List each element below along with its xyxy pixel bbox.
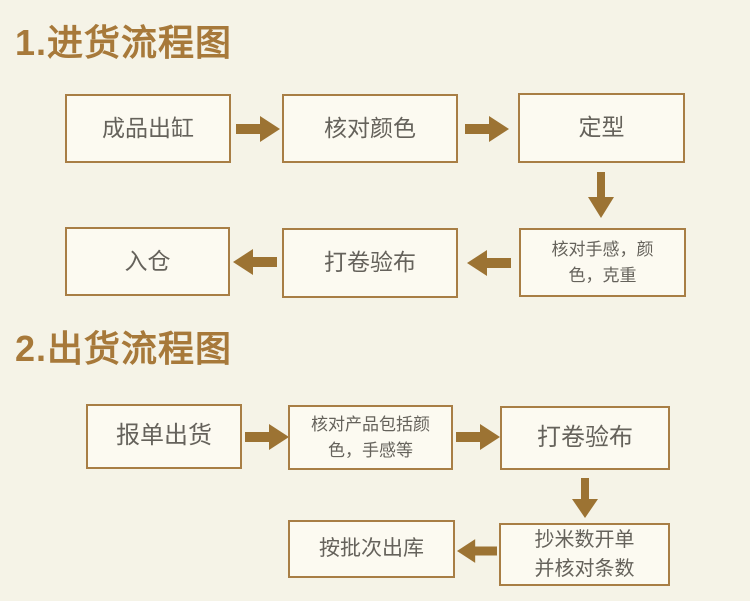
node-label: 定型 [578, 114, 625, 141]
node-heat-setting: 定型 [518, 93, 685, 163]
node-product-out-of-vat: 成品出缸 [65, 94, 231, 163]
node-shipping-order: 报单出货 [86, 404, 242, 469]
arrow-left-icon [233, 249, 277, 275]
node-label: 按批次出库 [319, 537, 424, 561]
arrow-right-icon [456, 424, 500, 450]
node-label: 入仓 [124, 247, 171, 274]
arrow-right-icon [245, 424, 289, 450]
node-label-line2: 色，克重 [568, 265, 637, 285]
node-label: 核对颜色 [324, 114, 416, 141]
node-label: 打卷验布 [537, 423, 633, 451]
node-label: 报单出货 [116, 422, 212, 450]
node-label-line2: 色，手感等 [328, 440, 413, 460]
arrow-right-icon [465, 116, 509, 142]
arrow-left-icon [457, 538, 497, 564]
node-roll-inspect-fabric: 打卷验布 [282, 228, 458, 298]
chart2-title: 2.出货流程图 [15, 328, 233, 369]
node-label-line2: 并核对条数 [534, 557, 635, 580]
node-outbound-by-batch: 按批次出库 [288, 520, 455, 578]
node-record-meters-check-count: 抄米数开单 并核对条数 [499, 523, 670, 586]
node-check-product-color-feel: 核对产品包括颜 色，手感等 [288, 405, 453, 470]
node-label-line1: 抄米数开单 [534, 528, 635, 551]
node-check-color: 核对颜色 [282, 94, 458, 163]
node-into-warehouse: 入仓 [65, 227, 230, 296]
arrow-right-icon [236, 116, 280, 142]
node-label: 打卷验布 [324, 249, 416, 276]
node-label-line1: 核对手感，颜 [551, 239, 654, 259]
node-label-line1: 核对产品包括颜 [311, 414, 430, 434]
chart1-title: 1.进货流程图 [15, 22, 233, 63]
node-roll-inspect-fabric-2: 打卷验布 [500, 406, 670, 470]
arrow-left-icon [467, 250, 511, 276]
arrow-down-icon [572, 478, 598, 518]
node-label: 成品出缸 [102, 114, 194, 141]
arrow-down-icon [588, 172, 614, 218]
node-check-feel-color-weight: 核对手感，颜 色，克重 [519, 228, 686, 297]
